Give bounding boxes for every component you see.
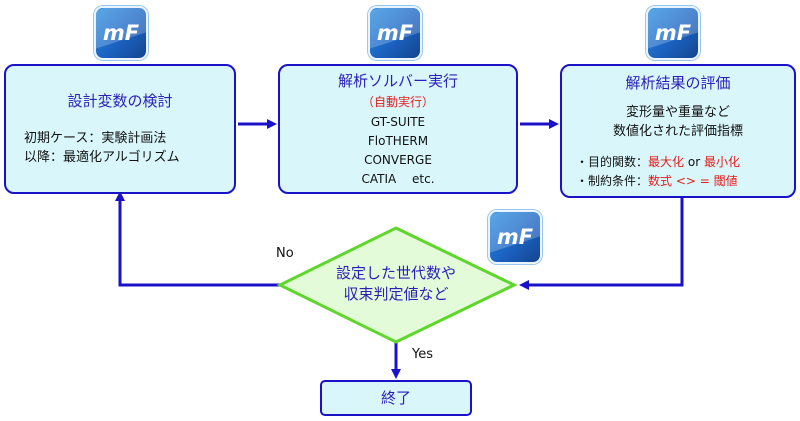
mf-logo-icon: mF bbox=[488, 210, 542, 264]
evaluation-box: 解析結果の評価 変形量や重量など 数値化された評価指標 ・目的関数：最大化 or… bbox=[560, 64, 796, 198]
end-label: 終了 bbox=[380, 389, 411, 407]
design-variable-title: 設計変数の検討 bbox=[67, 92, 173, 110]
constraint-row: ・制約条件：数式 <> = 閾値 bbox=[576, 172, 794, 191]
mf-logo-icon: mF bbox=[646, 6, 700, 60]
solver-item: GT-SUITE bbox=[370, 115, 426, 129]
end-box: 終了 bbox=[320, 380, 472, 416]
solver-title: 解析ソルバー実行 bbox=[337, 72, 458, 90]
evaluation-desc-line-2: 数値化された評価指標 bbox=[612, 124, 743, 139]
solver-item: FloTHERM bbox=[367, 134, 429, 148]
decision-line-1: 設定した世代数や bbox=[335, 264, 456, 282]
constraint-value: 数式 <> = 閾値 bbox=[648, 174, 738, 188]
decision-text: 設定した世代数や 収束判定値など bbox=[300, 263, 492, 305]
arrow-box3-to-decision bbox=[519, 198, 684, 290]
decision-line-2: 収束判定値など bbox=[343, 285, 449, 303]
objective-function-row: ・目的関数：最大化 or 最小化 bbox=[576, 153, 794, 172]
yes-label: Yes bbox=[412, 347, 433, 362]
solver-subtitle: （自動実行） bbox=[361, 95, 434, 109]
mf-logo-icon: mF bbox=[368, 6, 422, 60]
objective-min: 最小化 bbox=[703, 155, 740, 169]
evaluation-title: 解析結果の評価 bbox=[625, 74, 731, 92]
arrow-decision-no-to-box1 bbox=[115, 191, 280, 287]
solver-item: CATIA etc. bbox=[361, 172, 435, 186]
decision-diamond bbox=[276, 226, 518, 344]
design-variable-line-2: 以降：最適化アルゴリズム bbox=[24, 150, 180, 165]
evaluation-desc-line-1: 変形量や重量など bbox=[625, 105, 730, 120]
objective-label: ・目的関数： bbox=[576, 155, 649, 169]
design-variable-line-1: 初期ケース：実験計画法 bbox=[24, 131, 167, 146]
objective-or: or bbox=[684, 155, 704, 169]
design-variable-box: 設計変数の検討 初期ケース：実験計画法 以降：最適化アルゴリズム bbox=[4, 64, 236, 194]
solver-item: CONVERGE bbox=[364, 153, 432, 167]
no-label: No bbox=[276, 246, 294, 261]
mf-logo-icon: mF bbox=[94, 6, 148, 60]
solver-box: 解析ソルバー実行 （自動実行） GT-SUITE FloTHERM CONVER… bbox=[278, 64, 518, 194]
constraint-label: ・制約条件： bbox=[576, 174, 649, 188]
objective-max: 最大化 bbox=[648, 155, 685, 169]
